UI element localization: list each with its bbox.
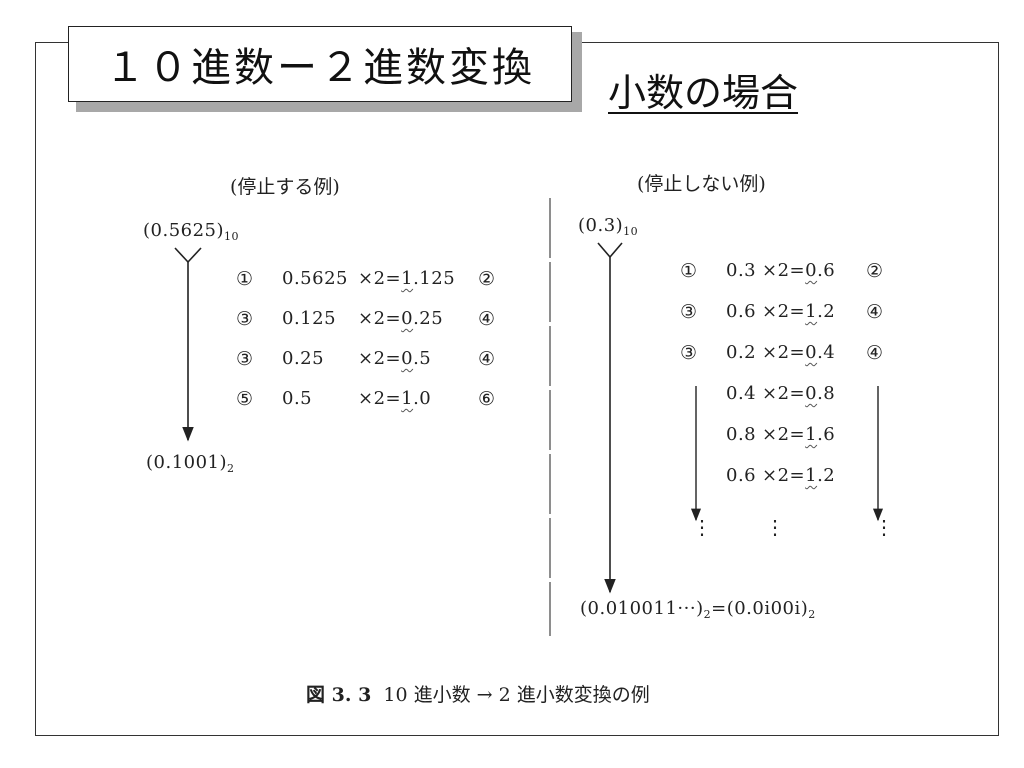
step-marker-right: ④ xyxy=(866,342,884,364)
step-marker-right: ④ xyxy=(478,308,496,330)
step-equation: ×2=0.4 xyxy=(762,342,836,363)
right-input-value: (0.3)10 xyxy=(578,215,639,238)
step-operand: 0.3 xyxy=(726,260,757,281)
slide-frame xyxy=(35,42,999,736)
step-result-digit: 0 xyxy=(805,383,818,404)
step-marker-left: ① xyxy=(236,268,254,290)
step-operand: 0.25 xyxy=(282,348,325,369)
right-conversion-arrow xyxy=(597,242,623,594)
step-operand: 0.5625 xyxy=(282,268,348,289)
step-operand: 0.6 xyxy=(726,301,757,322)
right-example-label: (停止しない例) xyxy=(637,173,766,195)
step-result-digit: 0 xyxy=(805,342,818,363)
step-result-digit: 0 xyxy=(401,348,414,369)
step-result-digit: 0 xyxy=(401,308,414,329)
step-equation: ×2=0.6 xyxy=(762,260,836,281)
step-equation: ×2=1.125 xyxy=(358,268,456,289)
step-marker-left: ① xyxy=(680,260,698,282)
ellipsis-left: ⋮ xyxy=(692,515,712,539)
step-result-digit: 1 xyxy=(401,268,414,289)
step-equation: ×2=0.8 xyxy=(762,383,836,404)
right-output-value: (0.010011···)2=(0.0i00i)2 xyxy=(580,598,816,621)
step-result-digit: 1 xyxy=(805,465,818,486)
step-marker-left: ③ xyxy=(236,348,254,370)
step-equation: ×2=0.5 xyxy=(358,348,432,369)
step-equation: ×2=0.25 xyxy=(358,308,444,329)
slide-title: １０進数ー２進数変換 xyxy=(68,26,572,102)
step-marker-left: ⑤ xyxy=(236,388,254,410)
step-equation: ×2=1.6 xyxy=(762,424,836,445)
figure-number: 図 3. 3 xyxy=(306,684,372,706)
step-marker-right: ④ xyxy=(478,348,496,370)
step-operand: 0.6 xyxy=(726,465,757,486)
step-operand: 0.2 xyxy=(726,342,757,363)
figure-caption-text: 10 進小数 → 2 進小数変換の例 xyxy=(383,684,650,706)
step-result-digit: 1 xyxy=(401,388,414,409)
step-operand: 0.8 xyxy=(726,424,757,445)
step-equation: ×2=1.0 xyxy=(358,388,432,409)
figure-caption: 図 3. 3 10 進小数 → 2 進小数変換の例 xyxy=(306,680,650,707)
step-marker-right: ④ xyxy=(866,301,884,323)
step-operand: 0.4 xyxy=(726,383,757,404)
ellipsis-right: ⋮ xyxy=(874,515,894,539)
left-input-value: (0.5625)10 xyxy=(143,220,240,243)
step-result-digit: 1 xyxy=(805,424,818,445)
step-marker-right: ⑥ xyxy=(478,388,496,410)
step-marker-left: ③ xyxy=(680,301,698,323)
step-marker-right: ② xyxy=(478,268,496,290)
step-equation: ×2=1.2 xyxy=(762,465,836,486)
left-example-label: (停止する例) xyxy=(230,176,340,198)
step-operand: 0.5 xyxy=(282,388,313,409)
step-marker-left: ③ xyxy=(236,308,254,330)
step-result-digit: 0 xyxy=(805,260,818,281)
step-operand: 0.125 xyxy=(282,308,337,329)
ellipsis-middle: ⋮ xyxy=(765,515,785,539)
left-conversion-arrow xyxy=(174,247,202,442)
left-output-value: (0.1001)2 xyxy=(146,452,235,475)
step-marker-left: ③ xyxy=(680,342,698,364)
step-result-digit: 1 xyxy=(805,301,818,322)
slide-subtitle: 小数の場合 xyxy=(608,71,799,115)
step-equation: ×2=1.2 xyxy=(762,301,836,322)
step-marker-right: ② xyxy=(866,260,884,282)
